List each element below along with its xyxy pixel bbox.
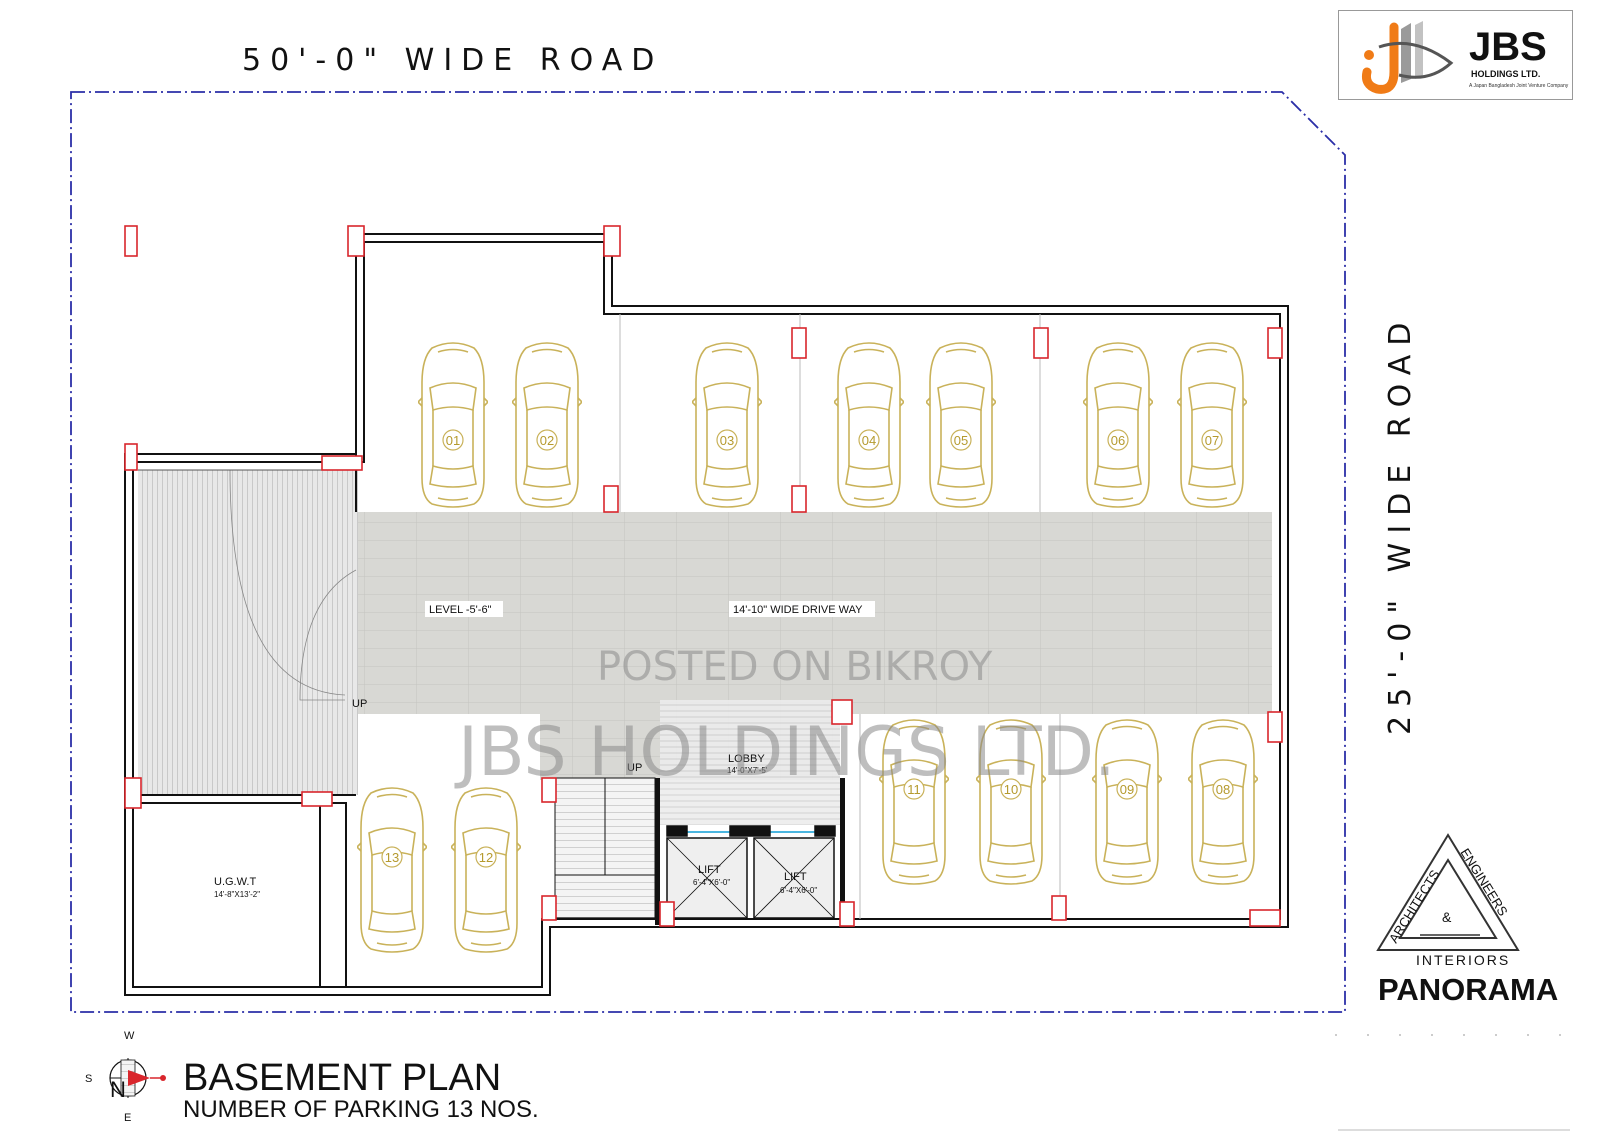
compass-w: W <box>124 1030 135 1042</box>
panorama-logo: ARCHITECTS ENGINEERS & INTERIORS PANORAM… <box>1335 833 1570 1131</box>
parking-label-04: 04 <box>862 433 876 448</box>
parking-car-06 <box>1083 342 1153 508</box>
lift1-label: LIFT <box>698 864 721 876</box>
panorama-engineers: ENGINEERS <box>1457 846 1510 919</box>
parking-car-01 <box>418 342 488 508</box>
panorama-amp: & <box>1442 909 1452 925</box>
ugwt-size: 14'-8"X13'-2" <box>214 890 260 899</box>
ugwt-label: U.G.W.T <box>214 876 256 888</box>
parking-label-03: 03 <box>720 433 734 448</box>
ramp <box>138 469 358 795</box>
parking-car-02 <box>512 342 582 508</box>
lobby <box>660 700 840 825</box>
parking-label-08: 08 <box>1216 782 1230 797</box>
parking-label-02: 02 <box>540 433 554 448</box>
parking-label-13: 13 <box>385 850 399 865</box>
plan-title: BASEMENT PLAN <box>183 1057 501 1099</box>
plan-labels: LEVEL -5'-6" 14'-10" WIDE DRIVE WAY UP U… <box>214 601 875 899</box>
top-road-label: 50'-0" WIDE ROAD <box>242 43 663 78</box>
compass-n: N <box>110 1077 126 1102</box>
parking-car-03 <box>692 342 762 508</box>
parking-car-08 <box>1188 719 1258 885</box>
lift1-size: 6'-4"X6'-0" <box>693 878 730 887</box>
compass-s: S <box>85 1073 92 1085</box>
parking-numbers: 01 02 03 04 05 06 07 08 09 10 11 12 13 <box>381 429 1234 868</box>
lift2-size: 6'-4"X6'-0" <box>780 886 817 895</box>
watermark-jbs: JBS HOLDINGS LTD. <box>454 713 1116 792</box>
driveway-label: 14'-10" WIDE DRIVE WAY <box>733 604 863 616</box>
level-label: LEVEL -5'-6" <box>429 604 492 616</box>
panorama-name: PANORAMA <box>1378 972 1558 1007</box>
stair-up-label: UP <box>627 762 642 774</box>
parking-car-04 <box>834 342 904 508</box>
logo-name: JBS <box>1469 25 1547 69</box>
lift2-label: LIFT <box>784 871 807 883</box>
plan-subtitle: NUMBER OF PARKING 13 NOS. <box>183 1096 539 1123</box>
parking-label-10: 10 <box>1004 782 1018 797</box>
compass-e: E <box>124 1112 131 1124</box>
lobby-label: LOBBY <box>728 753 765 765</box>
parking-label-05: 05 <box>954 433 968 448</box>
compass: W S N E <box>85 1030 166 1124</box>
parking-label-07: 07 <box>1205 433 1219 448</box>
parking-car-12 <box>451 787 521 953</box>
panorama-interiors: INTERIORS <box>1416 952 1510 968</box>
lobby-size: 14'-0"X7'-5' <box>727 766 768 775</box>
lift-shafts <box>666 825 836 919</box>
parking-label-11: 11 <box>907 782 921 797</box>
parking-label-06: 06 <box>1111 433 1125 448</box>
parking-car-07 <box>1177 342 1247 508</box>
logo-tagline: A Japan Bangladesh Joint Venture Company <box>1469 83 1569 89</box>
site-boundary <box>70 91 1346 1013</box>
parking-label-09: 09 <box>1120 782 1134 797</box>
columns <box>124 225 1283 927</box>
watermark-bikroy: POSTED ON BIKROY <box>597 644 993 690</box>
parking-car-13 <box>357 787 427 953</box>
parking-label-12: 12 <box>479 850 493 865</box>
jbs-logo-mark-icon <box>1362 21 1454 94</box>
panorama-architects: ARCHITECTS <box>1386 867 1443 946</box>
parking-car-05 <box>926 342 996 508</box>
jbs-logo: JBS HOLDINGS LTD. A Japan Bangladesh Joi… <box>1338 10 1573 100</box>
ramp-up-label: UP <box>352 698 367 710</box>
parking-label-01: 01 <box>446 433 460 448</box>
right-road-label: 25'-0" WIDE ROAD <box>1383 314 1418 735</box>
logo-subname: HOLDINGS LTD. <box>1471 69 1541 79</box>
